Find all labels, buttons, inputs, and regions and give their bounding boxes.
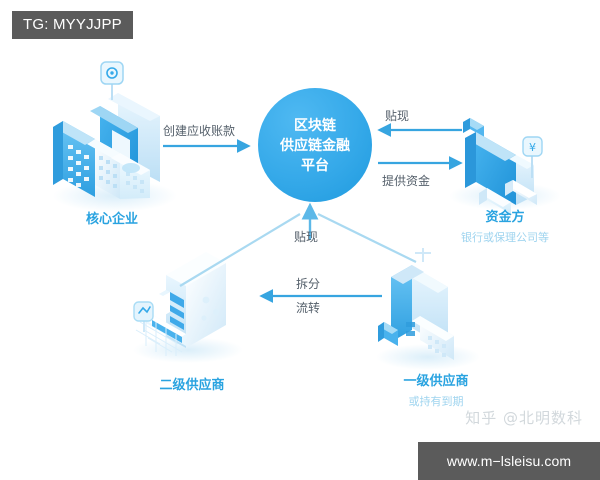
tier1-supplier-label: 一级供应商 bbox=[403, 373, 469, 388]
flow-label-create-receivable: 创建应收账款 bbox=[163, 124, 236, 138]
tier2-supplier-illustration bbox=[133, 252, 243, 363]
tier1-supplier-illustration bbox=[376, 40, 480, 370]
arrow-discount-center bbox=[179, 202, 417, 287]
flow-label-discount-right: 贴现 bbox=[385, 109, 410, 123]
hub-line-3: 平台 bbox=[301, 157, 329, 174]
flow-label-discount-center: 贴现 bbox=[294, 230, 319, 244]
funder-sublabel: 银行或保理公司等 bbox=[461, 232, 549, 244]
funder-illustration: ¥ bbox=[449, 118, 561, 447]
core-enterprise-label: 核心企业 bbox=[85, 211, 138, 226]
hub-line-2: 供应链金融 bbox=[280, 136, 350, 153]
url-bar: www.m−lsleisu.com bbox=[418, 442, 600, 480]
funder-label: 资金方 bbox=[485, 209, 525, 224]
flow-label-split: 拆分 bbox=[296, 277, 321, 291]
tg-tag-badge: TG: MYYJJPP bbox=[12, 11, 133, 39]
tier1-supplier-sublabel: 或持有到期 bbox=[408, 396, 464, 408]
flow-label-provide-funds: 提供资金 bbox=[382, 174, 431, 188]
flow-label-circulate: 流转 bbox=[296, 301, 321, 315]
zhihu-watermark: 知乎 @北明数科 bbox=[465, 409, 583, 427]
core-enterprise-illustration bbox=[53, 61, 177, 212]
tier2-supplier-label: 二级供应商 bbox=[159, 377, 225, 392]
node-label-tier2-supplier[interactable]: 二级供应商 bbox=[132, 374, 252, 393]
svg-text:¥: ¥ bbox=[529, 141, 536, 154]
node-label-funder[interactable]: 资金方 银行或保理公司等 bbox=[440, 206, 570, 245]
node-label-core-enterprise[interactable]: 核心企业 bbox=[52, 208, 172, 227]
node-label-tier1-supplier[interactable]: 一级供应商 或持有到期 bbox=[376, 370, 496, 409]
hub-line-1: 区块链 bbox=[294, 116, 336, 133]
blockchain-platform-hub[interactable]: 区块链 供应链金融 平台 bbox=[258, 88, 372, 202]
